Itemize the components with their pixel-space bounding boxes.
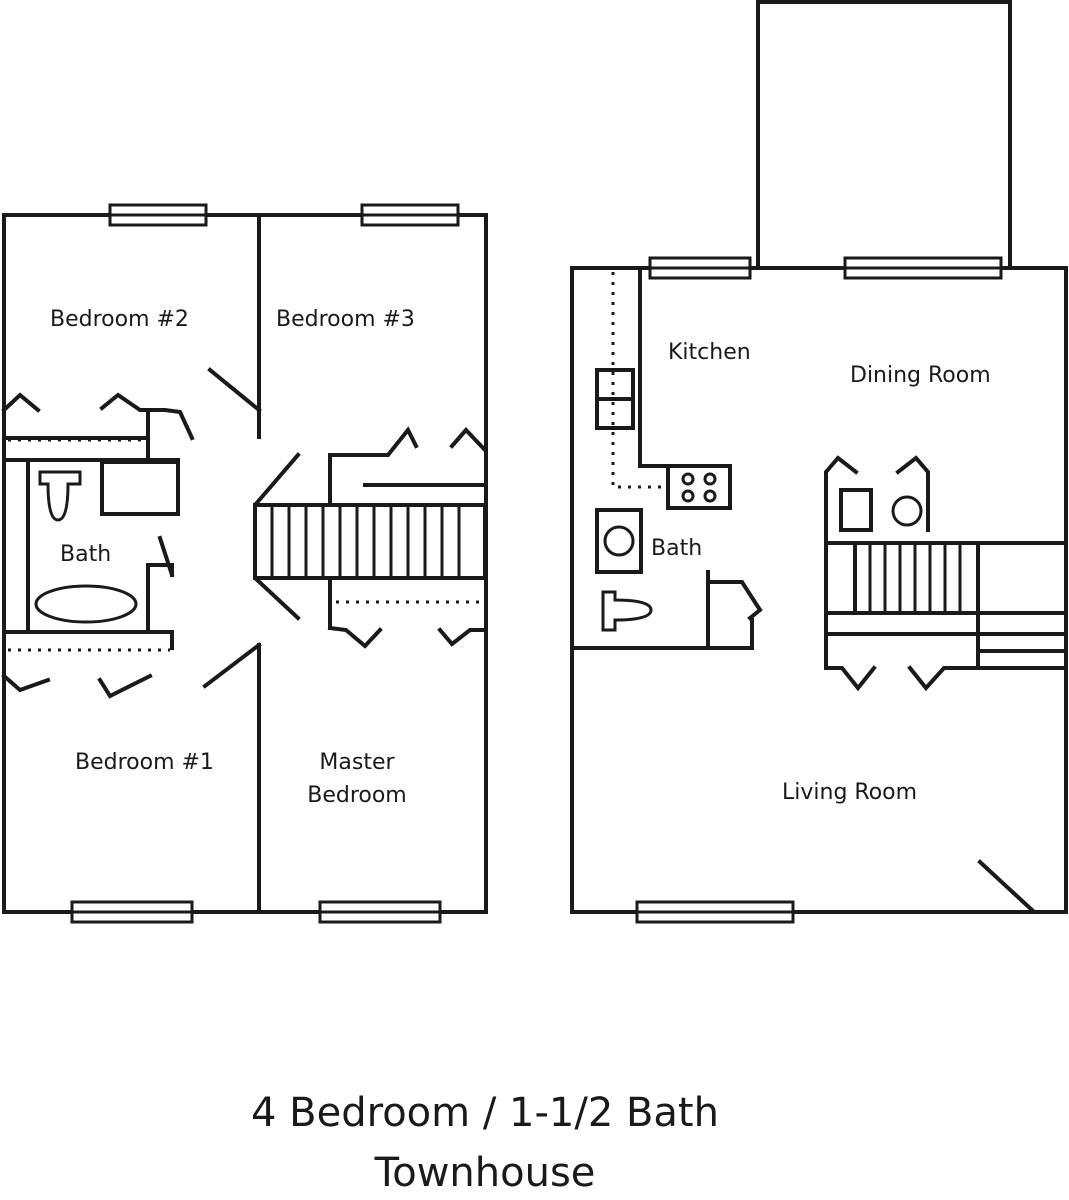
caption-line2: Townhouse: [374, 1150, 596, 1196]
stairs: [253, 503, 487, 580]
upper-bath-label: Bath: [60, 542, 111, 567]
door-swing: [207, 367, 262, 413]
bedroom-1-label: Bedroom #1: [75, 750, 214, 775]
living-room-label: Living Room: [782, 780, 917, 805]
bathtub-icon: [34, 584, 138, 624]
vanity: [100, 460, 180, 516]
lower-bath-label: Bath: [651, 536, 702, 561]
master-bedroom-label-line2: Bedroom: [307, 783, 407, 808]
lower-toilet-icon: [601, 590, 653, 632]
cabinet-icon: [839, 488, 873, 532]
bedroom-3-label: Bedroom #3: [276, 307, 415, 332]
stove-icon: [666, 464, 732, 510]
lower-stair-treads: [868, 543, 962, 613]
kitchen-label: Kitchen: [668, 340, 751, 365]
lower-floor: [570, 0, 1068, 924]
dining-room-label: Dining Room: [850, 363, 991, 388]
lower-floor-outline: [570, 266, 1068, 914]
upper-floor: [1, 203, 488, 924]
caption-line1: 4 Bedroom / 1-1/2 Bath: [251, 1090, 719, 1136]
stair-treads: [270, 505, 461, 578]
toilet-icon: [38, 470, 82, 522]
entry-door-swing: [977, 859, 1035, 913]
washer-icon: [595, 508, 643, 574]
bedroom-2-label: Bedroom #2: [50, 307, 189, 332]
master-bedroom-label-line1: Master: [319, 750, 395, 775]
patio: [756, 0, 1012, 270]
